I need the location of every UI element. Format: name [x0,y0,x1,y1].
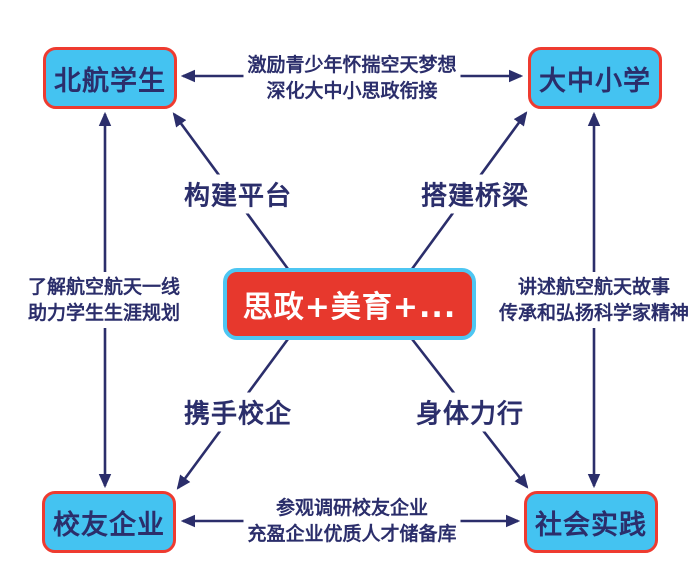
annotation-right-line2: 传承和弘扬科学家精神 [498,302,690,324]
spoke-label-school-enterprise: 携手校企 [178,392,298,432]
annotation-right-line1: 讲述航空航天故事 [517,276,671,298]
annotation-top-line1: 激励青少年怀揣空天梦想 [247,54,457,76]
spoke-label-practice-personally: 身体力行 [410,392,530,432]
node-beihang-students: 北航学生 [43,47,177,109]
annotation-left-edge: 了解航空航天一线 助力学生生涯规划 [23,272,185,328]
annotation-left-line1: 了解航空航天一线 [27,276,181,298]
center-node-sizheng-meiyu: 思政+美育+... [223,268,476,340]
node-alumni-enterprises: 校友企业 [42,491,176,553]
annotation-bottom-line2: 充盈企业优质人才储备库 [247,523,457,545]
spoke-label-build-bridge: 搭建桥梁 [415,174,535,214]
annotation-left-line2: 助力学生生涯规划 [27,302,181,324]
node-universities-middle-primary-schools: 大中小学 [528,47,662,109]
annotation-top-line2: 深化大中小思政衔接 [266,80,438,102]
annotation-right-edge: 讲述航空航天故事 传承和弘扬科学家精神 [494,272,694,328]
annotation-top-edge: 激励青少年怀揣空天梦想 深化大中小思政衔接 [243,50,461,106]
annotation-bottom-edge: 参观调研校友企业 充盈企业优质人才储备库 [243,493,461,549]
spoke-label-build-platform: 构建平台 [178,174,298,214]
annotation-bottom-line1: 参观调研校友企业 [275,497,429,519]
node-social-practice: 社会实践 [524,491,658,553]
